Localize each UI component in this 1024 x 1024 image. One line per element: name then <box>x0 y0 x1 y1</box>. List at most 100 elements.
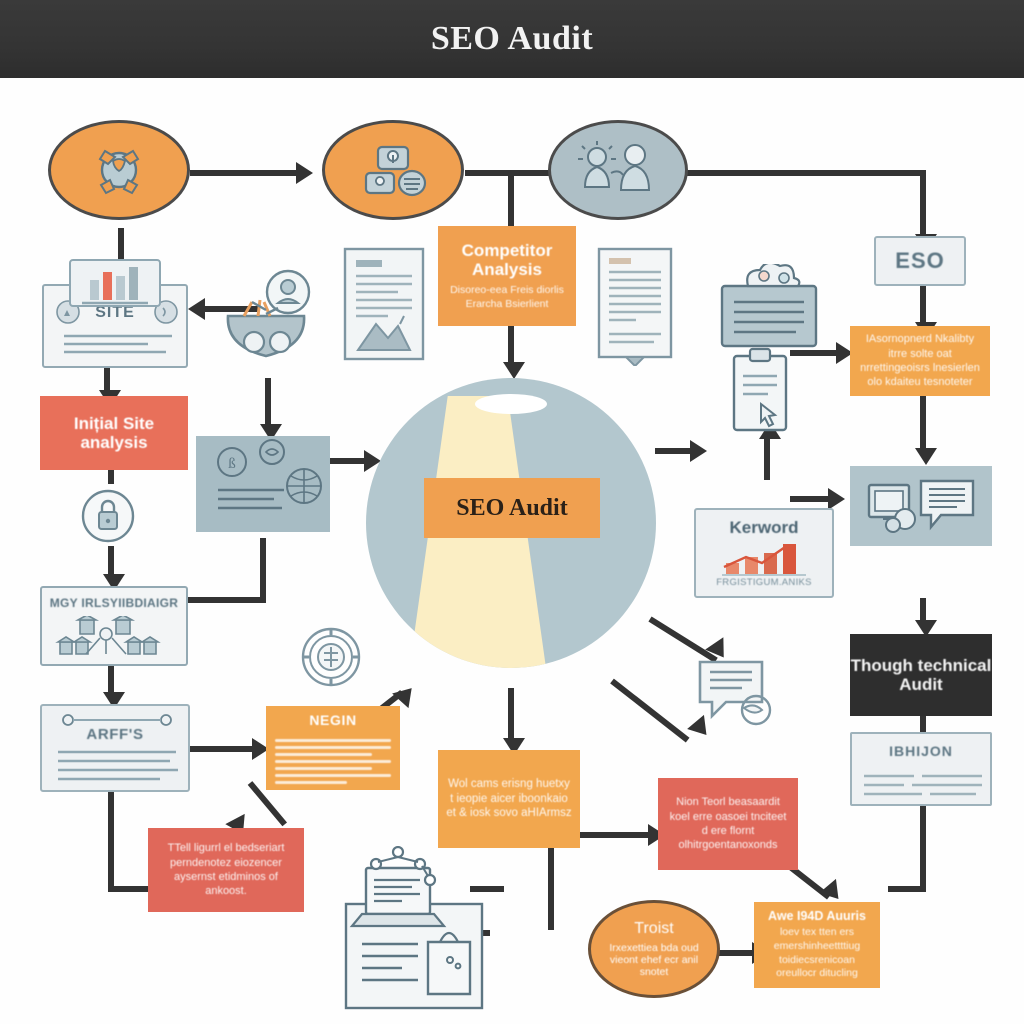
connector-basket-networkcard <box>265 378 271 428</box>
arrowhead-keyword <box>690 440 707 462</box>
connector-orangeright-monitor <box>920 396 926 452</box>
connector-arffs-bottomrail <box>108 886 150 892</box>
node-mgy-label: MGY IRLSYIIBDIAIGR <box>49 596 179 610</box>
connector-arffs-negin <box>186 746 254 752</box>
arrowhead-sitecard-left <box>188 298 205 320</box>
connector-networkcard-center <box>330 458 366 464</box>
arrowhead-though <box>915 620 937 637</box>
globe-gears-icon <box>98 149 140 195</box>
node-competitor-analysis-sub: Disoreo-eea Freis diorlis Erarcha Bsierl… <box>450 283 564 310</box>
page-title: SEO Audit <box>430 20 594 57</box>
connector-sitecard-initial <box>104 368 110 396</box>
connector-center-redright <box>610 678 690 743</box>
node-globe-gears[interactable] <box>48 120 190 220</box>
node-though-technical-audit[interactable]: Though technical Audit <box>850 634 992 716</box>
node-awe-label: Awe I94D Auuris <box>768 909 866 924</box>
connector-networkcard-down <box>260 538 266 603</box>
node-red-left[interactable]: TTell ligurrl el bedseriart perndenotez … <box>148 828 304 912</box>
node-site-card-label: SITE <box>95 304 135 321</box>
monitor-chat-icon <box>867 479 975 533</box>
node-orange-bottom-label: Wol cams erisng huetxy t ieopie aicer ib… <box>446 777 572 820</box>
node-competitor-analysis-label: Competitor Analysis <box>461 240 553 279</box>
center-label-text: SEO Audit <box>456 494 568 521</box>
node-awe[interactable]: Awe I94D Auuris loev tex tten ers emersh… <box>754 902 880 988</box>
keyword-growth-chart-icon <box>722 544 806 577</box>
node-monitor-chat[interactable] <box>850 466 992 546</box>
node-keyword-sub: FRGISTIGUM.ANIKS <box>716 577 812 589</box>
connector-though-ibhijon <box>920 716 926 734</box>
shopping-basket-user-icon[interactable] <box>212 268 320 380</box>
connector-ellipse2-competitor <box>508 170 514 228</box>
negin-body-lines <box>275 735 391 788</box>
connector-networkcard-left <box>186 597 266 603</box>
node-troist-label: Troist <box>634 920 674 937</box>
connector-center-orangebottom <box>508 688 514 742</box>
connector-eso-orangeright <box>920 286 926 326</box>
node-people-conversation[interactable] <box>548 120 688 220</box>
chat-bubble-icon <box>698 660 772 726</box>
node-awe-sub: loev tex tten ers emershinheettttiug toi… <box>773 926 861 980</box>
node-negin[interactable]: NEGIN <box>266 706 400 790</box>
connector-clipboard-orangeright <box>790 350 840 356</box>
node-keyword[interactable]: Kerword FRGISTIGUM.ANIKS <box>694 508 834 598</box>
node-orange-right[interactable]: IAsornopnerd Nkalibty itrre solte oat nr… <box>850 326 990 396</box>
node-red-right-label: Nion Teorl beasaardit koel erre oasoei t… <box>669 796 787 852</box>
connector-mgy-arffs <box>108 666 114 696</box>
connector-initial-lock <box>108 470 114 484</box>
node-initial-site-analysis[interactable]: Inițial Site analysis <box>40 396 188 470</box>
arrowhead-center-from-gear <box>392 680 420 709</box>
node-initial-site-analysis-label: Inițial Site analysis <box>73 413 155 452</box>
node-negin-label: NEGIN <box>309 712 357 728</box>
connector-keyword-monitor <box>790 496 832 502</box>
node-location-pins[interactable] <box>322 120 464 220</box>
ibhijon-lines-icon <box>864 774 982 796</box>
connector-ibhijon-awe <box>920 806 926 892</box>
connector-lock-mgy <box>108 546 114 578</box>
node-competitor-analysis[interactable]: Competitor Analysis Disoreo-eea Freis di… <box>438 226 576 326</box>
clipboard-cursor-icon <box>732 347 788 432</box>
node-eso-label: ESO <box>895 247 945 273</box>
gear-coin-icon <box>301 627 361 687</box>
location-pins-icon <box>364 145 427 197</box>
connector-keyword-clipboard <box>764 430 770 480</box>
node-eso[interactable]: ESO <box>874 236 966 286</box>
arrowhead-center-top <box>503 362 525 379</box>
cloud-document-icon <box>720 264 818 348</box>
node-mgy[interactable]: MGY IRLSYIIBDIAIGR <box>40 586 188 666</box>
node-ibhijon-label: IBHIJON <box>889 743 953 759</box>
document-lines-icon <box>58 714 178 781</box>
connector-monitor-though <box>920 598 926 624</box>
connector-ellipse1-ellipse2 <box>190 170 298 176</box>
node-arffs[interactable]: ARFF'S <box>40 704 190 792</box>
lock-icon <box>81 489 135 543</box>
page-header: SEO Audit <box>0 0 1024 78</box>
people-conversation-icon <box>578 141 651 191</box>
connector-rail-up-redright <box>548 832 554 930</box>
laptop-shopping-bag-icon <box>344 846 484 1010</box>
network-diagram-icon: ß <box>217 439 322 510</box>
connector-basket-sitecard <box>205 306 260 312</box>
node-red-right[interactable]: Nion Teorl beasaardit koel erre oasoei t… <box>658 778 798 870</box>
arrowhead-orangeright <box>836 342 853 364</box>
bar-chart-icon <box>56 300 178 354</box>
node-red-left-label: TTell ligurrl el bedseriart perndenotez … <box>167 842 285 898</box>
center-label[interactable]: SEO Audit <box>424 478 600 538</box>
node-ibhijon[interactable]: IBHIJON <box>850 732 992 806</box>
connector-competitor-center <box>508 326 514 366</box>
svg-text:ß: ß <box>228 456 236 472</box>
arrowhead-negin <box>252 738 269 760</box>
node-network-card[interactable]: ß <box>196 436 330 532</box>
connector-center-keyword <box>655 448 693 454</box>
bar-chart-top-icon <box>69 259 161 307</box>
node-keyword-label: Kerword <box>729 518 799 538</box>
connector-ellipse1-sitecard <box>118 228 124 278</box>
arrowhead-monitor-left <box>828 488 845 510</box>
node-arffs-label: ARFF'S <box>86 726 144 743</box>
node-orange-bottom[interactable]: Wol cams erisng huetxy t ieopie aicer ib… <box>438 750 580 848</box>
node-orange-right-label: IAsornopnerd Nkalibty itrre solte oat nr… <box>860 333 980 389</box>
connector-ellipse3-right <box>668 170 926 176</box>
node-troist[interactable]: Troist Irxexettiea bda oud vieont ehef e… <box>588 900 720 998</box>
connector-rail-right-redright <box>548 832 650 838</box>
connector-arffs-down <box>108 792 114 892</box>
